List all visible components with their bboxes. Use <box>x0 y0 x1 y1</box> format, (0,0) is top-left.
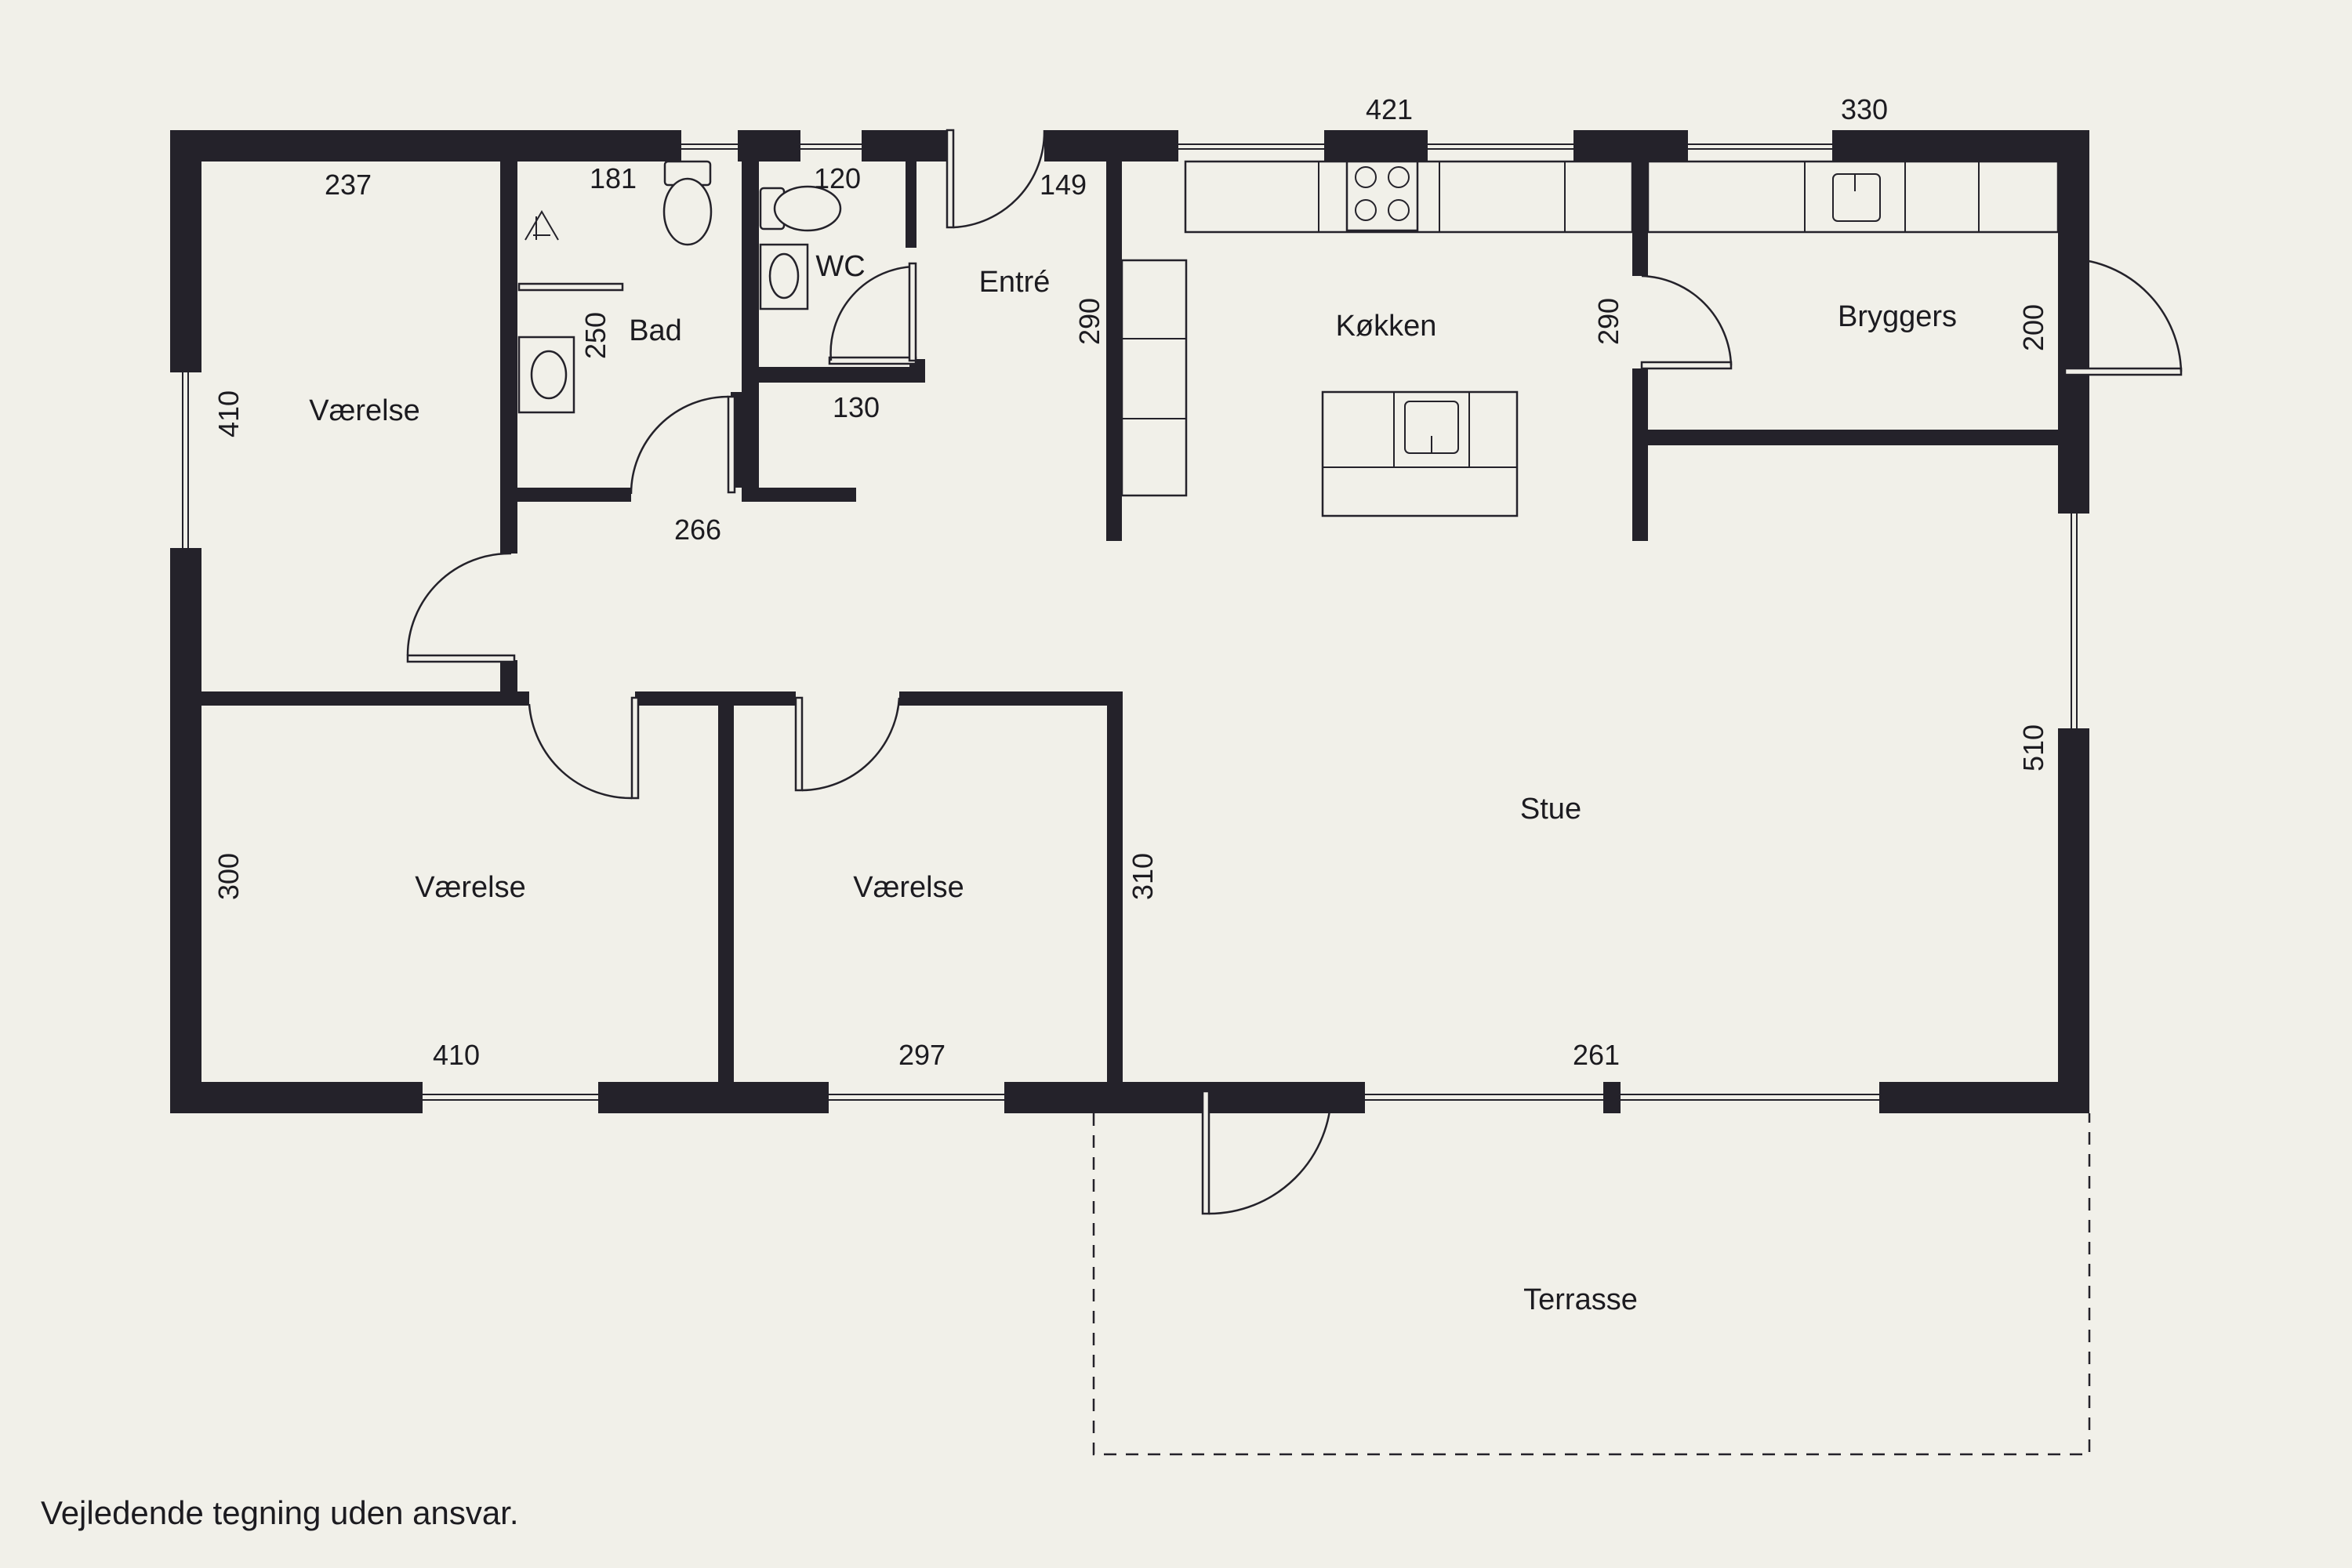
room-label-terrasse: Terrasse <box>1523 1283 1638 1316</box>
dim-wc-lower-width: 130 <box>833 391 880 423</box>
dim-kokken-height: 290 <box>1592 298 1624 345</box>
wall-hall-stub <box>500 660 517 706</box>
wardrobe <box>1120 259 1188 497</box>
door-wc <box>828 262 917 365</box>
wall-closet-bottom <box>742 488 856 502</box>
wc-sink-icon <box>759 243 809 310</box>
door-bryggers-exterior <box>2063 257 2183 376</box>
windows <box>170 130 2089 1113</box>
wc-toilet-icon <box>759 185 842 232</box>
door-bryggers-kokken <box>1640 274 1733 370</box>
bad-sink-icon <box>517 336 575 414</box>
door-vaerelse-nw <box>406 552 516 663</box>
dim-vaerelse-sw-width: 410 <box>433 1039 480 1071</box>
doors <box>406 129 2183 1215</box>
dim-kokken-width: 421 <box>1366 93 1413 125</box>
dim-vaerelse-s-width: 297 <box>898 1039 946 1071</box>
stove-icon <box>1345 160 1419 232</box>
wall-wc-bottom <box>759 367 925 383</box>
door-entrance <box>946 129 1046 229</box>
dim-vaerelse-nw-height: 410 <box>212 390 245 437</box>
dim-bryggers-width: 330 <box>1841 93 1888 125</box>
wall-vaerelse-bad <box>500 162 517 554</box>
wall-wc-right <box>906 162 916 248</box>
dim-vaerelse-sw-height: 300 <box>212 853 245 900</box>
shower-screen <box>517 282 624 292</box>
room-labels: Værelse Bad WC Entré Køkken Bryggers Stu… <box>309 250 1957 1316</box>
window-stue-south-1 <box>1363 1082 1605 1113</box>
wall-vaerelse-stue <box>1107 691 1123 1082</box>
dim-bad-height: 250 <box>579 312 612 359</box>
window-bryggers <box>1686 130 1834 162</box>
wall-entre-kokken <box>1106 162 1122 541</box>
window-wc <box>799 130 863 162</box>
room-label-entre: Entré <box>979 266 1051 299</box>
dim-hall-width: 266 <box>674 514 721 546</box>
dim-bad-width: 181 <box>590 162 637 194</box>
dim-stue-height: 510 <box>2017 724 2049 771</box>
wall-bedrooms-top-b <box>899 691 1121 706</box>
wall-vaerelse-nw-bottom <box>201 691 529 706</box>
door-vaerelse-sw <box>528 696 640 800</box>
room-label-vaerelse-nw: Værelse <box>309 394 420 427</box>
dim-stue-width: 261 <box>1573 1039 1620 1071</box>
window-stue-east <box>2058 512 2089 730</box>
dim-vaerelse-nw-width: 237 <box>325 169 372 201</box>
fixtures <box>517 160 2060 517</box>
wall-bad-bottom <box>517 488 631 502</box>
door-bad <box>630 395 736 495</box>
window-kokken-1 <box>1177 130 1326 162</box>
room-label-stue: Stue <box>1520 793 1581 826</box>
shower-icon <box>524 210 559 241</box>
room-label-vaerelse-sw: Værelse <box>415 871 526 904</box>
bryggers-counter <box>1646 160 2060 234</box>
room-label-wc: WC <box>815 250 865 283</box>
kitchen-island <box>1321 390 1519 517</box>
room-label-kokken: Køkken <box>1336 310 1437 343</box>
window-vaerelse-nw <box>170 371 201 550</box>
wall-bedrooms-top-a <box>635 691 796 706</box>
dim-bryggers-height: 200 <box>2017 304 2049 351</box>
dimension-labels: 237 410 181 250 120 130 149 290 266 421 … <box>212 93 2049 1071</box>
wall-bryggers-bottom <box>1648 430 2058 445</box>
room-label-vaerelse-s: Værelse <box>853 871 964 904</box>
dim-entre-height: 290 <box>1073 298 1105 345</box>
wall-kokken-bryggers-top <box>1632 162 1648 276</box>
wall-bad-wc <box>742 162 759 491</box>
disclaimer-text: Vejledende tegning uden ansvar. <box>41 1494 519 1531</box>
exterior-wall-left <box>170 130 201 1113</box>
room-label-bad: Bad <box>629 314 682 347</box>
window-stue-south-2 <box>1619 1082 1881 1113</box>
window-vaerelse-s <box>827 1082 1006 1113</box>
door-vaerelse-s <box>794 696 901 792</box>
door-terrace <box>1201 1090 1333 1215</box>
wall-wc-door-stub <box>909 359 925 383</box>
wall-kokken-bryggers-bottom <box>1632 368 1648 541</box>
dim-wc-width: 120 <box>814 162 861 194</box>
room-label-bryggers: Bryggers <box>1838 300 1957 333</box>
window-vaerelse-sw <box>421 1082 600 1113</box>
terrace-outline <box>1092 1113 2091 1456</box>
window-kokken-2 <box>1426 130 1575 162</box>
wall-bedroom-divider <box>718 706 734 1082</box>
window-bad <box>680 130 739 162</box>
dim-entre-width: 149 <box>1040 169 1087 201</box>
toilet-icon <box>662 160 713 246</box>
dim-vaerelse-s-height: 310 <box>1127 853 1159 900</box>
